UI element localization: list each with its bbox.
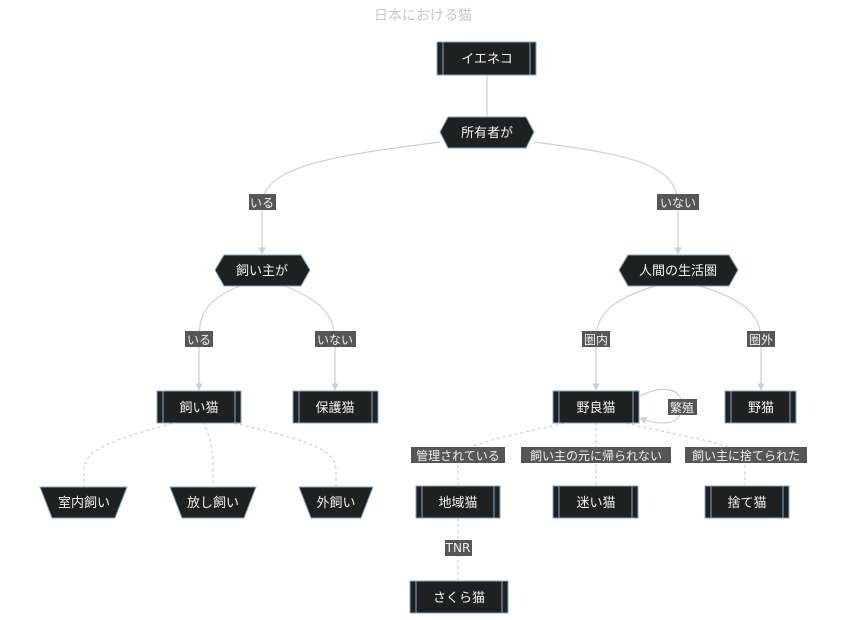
node-kaineko-label: 飼い猫 <box>179 401 218 416</box>
node-keeper[interactable]: 飼い主が <box>214 254 311 287</box>
svg-text:圏外: 圏外 <box>749 333 773 347</box>
svg-text:飼い主に捨てられた: 飼い主に捨てられた <box>692 448 800 463</box>
edge-label-owner-yes: いる <box>249 194 276 210</box>
node-keeper-label: 飼い主が <box>236 264 288 279</box>
node-shitsunai[interactable]: 室内飼い <box>39 486 128 519</box>
edge-label-managed: 管理されている <box>411 447 505 463</box>
edge-label-inside: 圏内 <box>582 331 610 347</box>
node-nora-label: 野良猫 <box>576 400 615 416</box>
node-hogo-label: 保護猫 <box>315 400 354 416</box>
node-shitsunai-label: 室内飼い <box>58 495 110 511</box>
node-yaneko-label: 野猫 <box>748 401 774 416</box>
edge-owner-keeper <box>258 141 441 255</box>
svg-text:いない: いない <box>317 333 353 347</box>
node-sute[interactable]: 捨て猫 <box>704 485 790 519</box>
node-hanashi[interactable]: 放し飼い <box>169 486 257 519</box>
node-sotogai[interactable]: 外飼い <box>298 486 374 519</box>
edge-kaineko-sotogai <box>227 421 337 487</box>
edge-label-keeper-yes: いる <box>185 331 213 347</box>
edge-labels: いる いない いる いない 圏内 圏外 繁殖 管理されている <box>185 194 807 556</box>
svg-text:いる: いる <box>187 333 211 347</box>
node-ieneko[interactable]: イエネコ <box>436 41 537 76</box>
svg-text:管理されている: 管理されている <box>416 448 500 463</box>
node-hogo[interactable]: 保護猫 <box>292 390 379 424</box>
diagram-title: 日本における猫 <box>374 8 472 24</box>
node-sphere-label: 人間の生活圏 <box>639 264 717 279</box>
node-sakura[interactable]: さくら猫 <box>409 580 509 614</box>
nodes: イエネコ 所有者が 飼い主が 人間の生活圏 飼い猫 保 <box>39 41 797 614</box>
node-ieneko-label: イエネコ <box>461 52 513 67</box>
edge-label-keeper-no: いない <box>315 331 356 347</box>
svg-text:いない: いない <box>660 196 696 210</box>
edge-label-tnr: TNR <box>445 540 472 556</box>
node-kaineko[interactable]: 飼い猫 <box>156 390 242 424</box>
edge-label-breed: 繁殖 <box>668 399 697 415</box>
svg-text:圏内: 圏内 <box>584 333 608 347</box>
node-owner[interactable]: 所有者が <box>439 116 535 149</box>
node-hanashi-label: 放し飼い <box>187 496 239 511</box>
edge-label-outside: 圏外 <box>747 331 775 347</box>
node-maigo[interactable]: 迷い猫 <box>552 485 639 519</box>
node-chiiki[interactable]: 地域猫 <box>415 485 501 519</box>
svg-text:いる: いる <box>250 196 274 210</box>
node-sphere[interactable]: 人間の生活圏 <box>618 254 739 287</box>
svg-text:TNR: TNR <box>445 541 471 555</box>
node-yaneko[interactable]: 野猫 <box>724 390 797 424</box>
node-nora[interactable]: 野良猫 <box>552 390 640 424</box>
svg-text:繁殖: 繁殖 <box>670 400 694 415</box>
edge-kaineko-shitsunai <box>83 421 179 487</box>
svg-text:飼い主の元に帰られない: 飼い主の元に帰られない <box>530 448 662 463</box>
node-sute-label: 捨て猫 <box>727 495 766 511</box>
node-chiiki-label: 地域猫 <box>438 496 477 511</box>
edge-label-abandoned: 飼い主に捨てられた <box>685 447 807 463</box>
node-maigo-label: 迷い猫 <box>576 496 615 511</box>
node-owner-label: 所有者が <box>461 126 513 141</box>
node-sotogai-label: 外飼い <box>316 496 355 511</box>
edge-label-lost: 飼い主の元に帰られない <box>521 447 671 463</box>
edge-owner-sphere <box>533 141 682 255</box>
node-sakura-label: さくら猫 <box>433 591 485 606</box>
edge-kaineko-hanashi <box>202 421 214 487</box>
edge-label-owner-no: いない <box>657 194 699 210</box>
